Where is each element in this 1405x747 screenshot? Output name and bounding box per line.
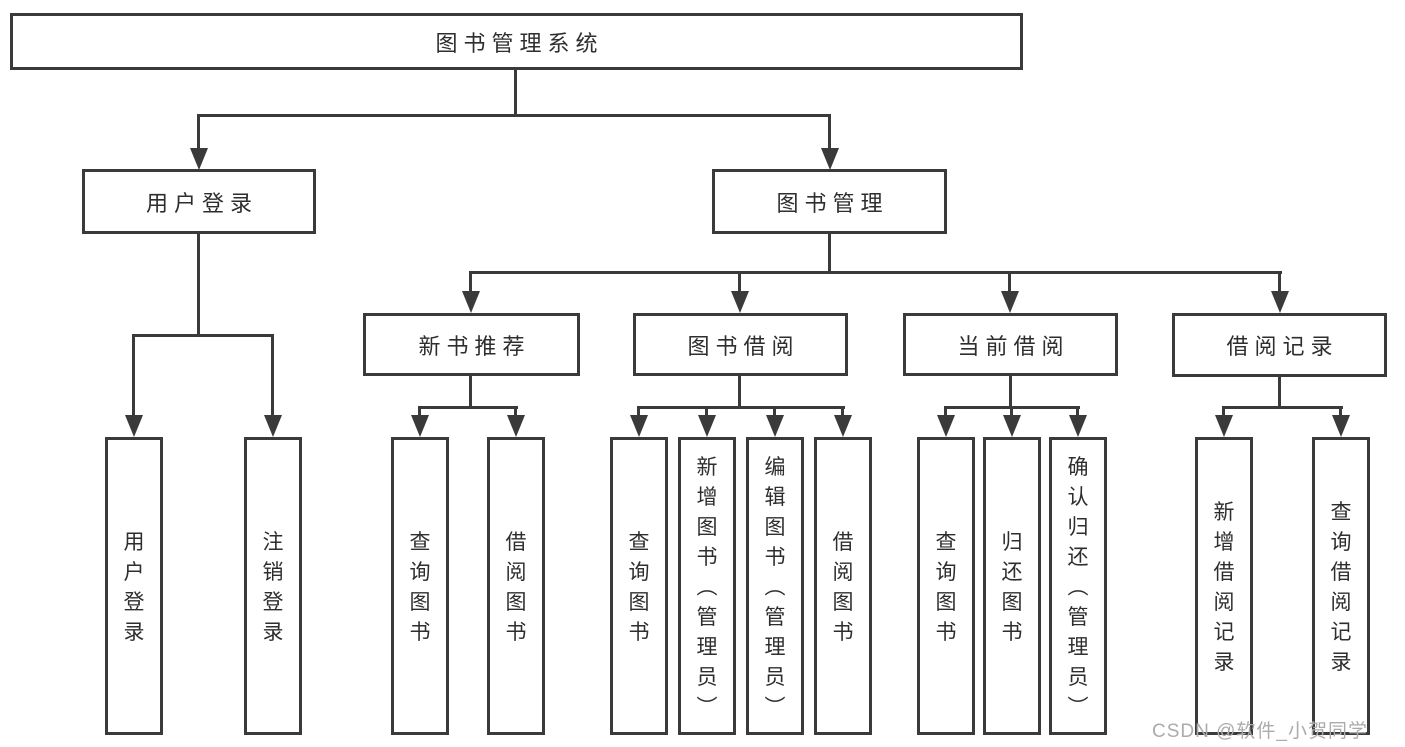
node-new-book-recommend: 新书推荐 <box>363 313 580 376</box>
node-book-management: 图书管理 <box>712 169 947 234</box>
watermark: CSDN @软件_小贺同学 <box>1152 721 1368 742</box>
connector-newbooks-stem <box>469 376 472 409</box>
connector-records-hline <box>1222 406 1343 409</box>
connector-user-hline <box>132 334 274 337</box>
leaf-edit-book-admin: 编辑图书（管理员） <box>746 437 804 735</box>
leaf-confirm-return-admin: 确认归还（管理员） <box>1049 437 1107 735</box>
node-label: 借阅记录 <box>1226 334 1339 359</box>
arrowhead-down-icon <box>1003 415 1021 437</box>
leaf-return-books: 归还图书 <box>983 437 1041 735</box>
leaf-borrow-books-borrow: 借阅图书 <box>814 437 872 735</box>
node-label: 新书推荐 <box>418 333 531 359</box>
connector-newbooks-hline <box>418 406 518 409</box>
connector-drop <box>1222 406 1225 417</box>
arrowhead-down-icon <box>1069 415 1087 437</box>
connector-drop-book-borrow <box>738 271 741 293</box>
connector-drop <box>841 406 844 417</box>
node-label: 图书管理系统 <box>435 30 604 56</box>
connector-drop-user-leaf2 <box>271 334 274 416</box>
connector-borrow-hline <box>637 406 845 409</box>
node-label: 图书借阅 <box>687 333 800 359</box>
connector-drop-user-login <box>197 114 200 150</box>
arrowhead-down-icon <box>190 148 208 170</box>
leaf-logout: 注销登录 <box>244 437 302 735</box>
arrowhead-down-icon <box>698 415 716 437</box>
connector-user-stem <box>197 234 200 335</box>
arrowhead-down-icon <box>834 415 852 437</box>
leaf-query-borrow-record: 查询借阅记录 <box>1312 437 1370 735</box>
arrowhead-down-icon <box>1215 415 1233 437</box>
connector-drop <box>1339 406 1342 417</box>
arrowhead-down-icon <box>507 415 525 437</box>
connector-drop-current-borrow <box>1008 271 1011 293</box>
connector-drop-user-leaf1 <box>132 334 135 416</box>
leaf-user-login: 用户登录 <box>105 437 163 735</box>
node-borrow-records: 借阅记录 <box>1172 313 1387 377</box>
leaf-query-books-borrow: 查询图书 <box>610 437 668 735</box>
connector-drop <box>637 406 640 417</box>
connector-drop <box>944 406 947 417</box>
leaf-add-book-admin: 新增图书（管理员） <box>678 437 736 735</box>
arrowhead-down-icon <box>125 415 143 437</box>
arrowhead-down-icon <box>821 148 839 170</box>
leaf-query-books-newbooks: 查询图书 <box>391 437 449 735</box>
arrowhead-down-icon <box>411 415 429 437</box>
leaf-add-borrow-record: 新增借阅记录 <box>1195 437 1253 735</box>
connector-drop-book-mgmt <box>828 114 831 150</box>
arrowhead-down-icon <box>462 291 480 313</box>
connector-drop <box>773 406 776 417</box>
connector-drop <box>1010 406 1013 417</box>
connector-root-stem <box>514 70 517 116</box>
node-current-borrow: 当前借阅 <box>903 313 1118 376</box>
arrowhead-down-icon <box>1001 291 1019 313</box>
node-label: 图书管理 <box>776 190 889 216</box>
node-label: 当前借阅 <box>957 333 1070 359</box>
leaf-borrow-books-newbooks: 借阅图书 <box>487 437 545 735</box>
connector-drop <box>705 406 708 417</box>
arrowhead-down-icon <box>766 415 784 437</box>
connector-drop <box>1076 406 1079 417</box>
connector-mgmt-stem <box>828 234 831 274</box>
arrowhead-down-icon <box>264 415 282 437</box>
connector-drop <box>418 406 421 417</box>
node-book-borrow: 图书借阅 <box>633 313 848 376</box>
node-label: 用户登录 <box>145 190 258 216</box>
arrowhead-down-icon <box>1332 415 1350 437</box>
connector-records-stem <box>1278 376 1281 409</box>
connector-level2-hline <box>197 114 831 117</box>
connector-drop <box>514 406 517 417</box>
arrowhead-down-icon <box>731 291 749 313</box>
arrowhead-down-icon <box>937 415 955 437</box>
node-user-login: 用户登录 <box>82 169 316 234</box>
node-root: 图书管理系统 <box>10 13 1023 70</box>
connector-current-stem <box>1009 376 1012 409</box>
connector-level3-hline <box>469 271 1282 274</box>
arrowhead-down-icon <box>630 415 648 437</box>
connector-borrow-stem <box>738 376 741 409</box>
leaf-query-books-current: 查询图书 <box>917 437 975 735</box>
connector-drop-borrow-records <box>1278 271 1281 293</box>
arrowhead-down-icon <box>1271 291 1289 313</box>
connector-drop-new-books <box>469 271 472 293</box>
